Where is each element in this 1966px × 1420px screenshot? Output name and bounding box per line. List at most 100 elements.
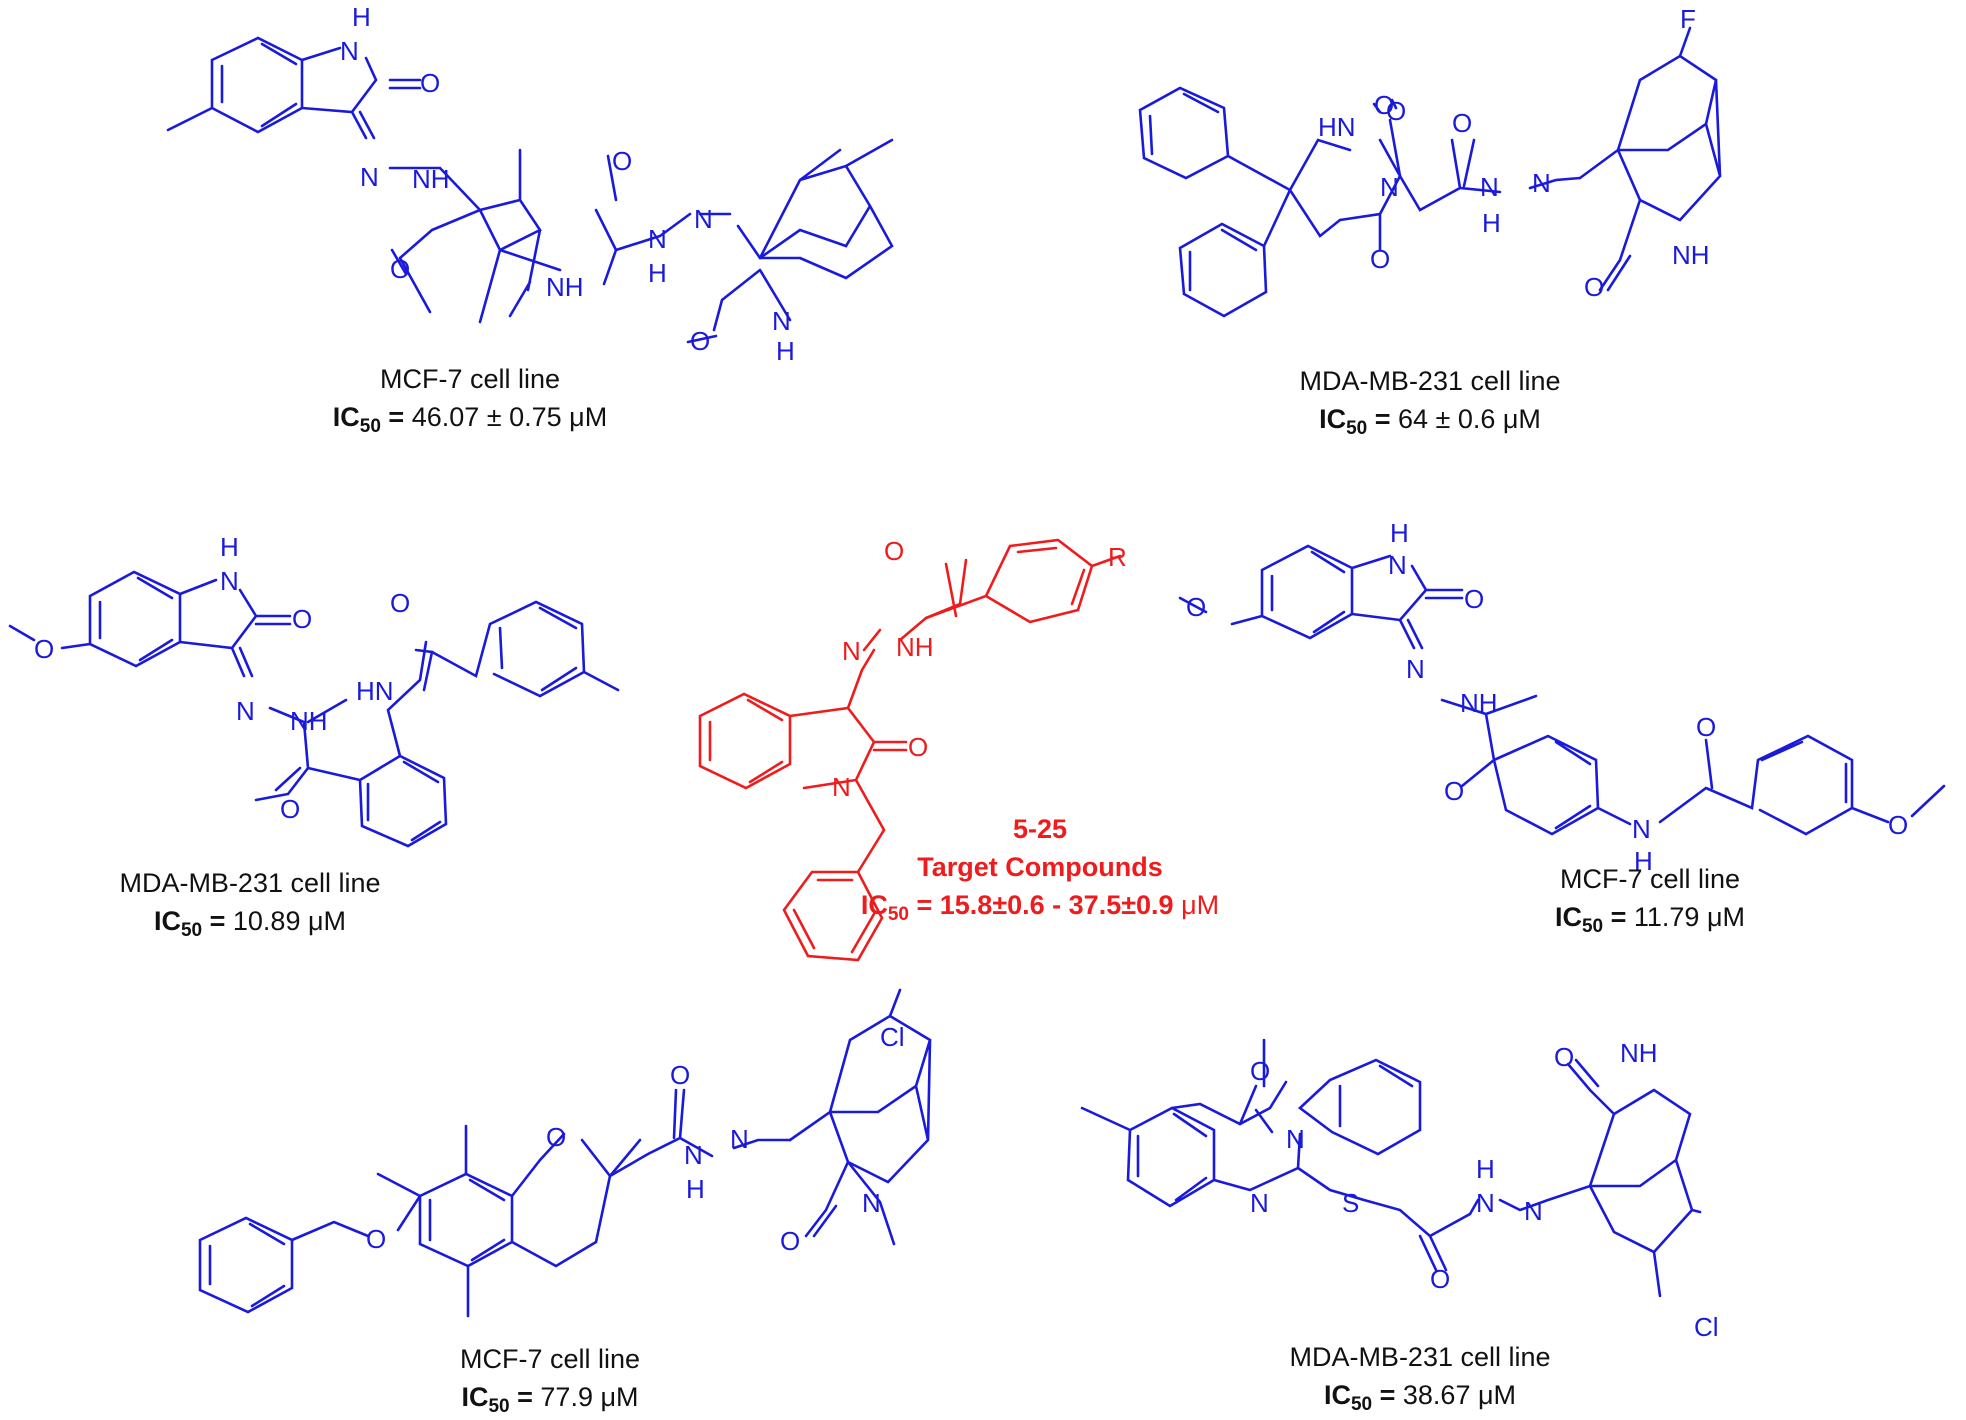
atom-label: N	[1406, 654, 1425, 684]
atom-label: O	[34, 634, 54, 664]
ic50-value: 64 ± 0.6 μM	[1397, 404, 1541, 434]
atom-label: NH	[290, 706, 328, 736]
atom-label: N	[694, 204, 713, 234]
cell-line-label: MCF-7 cell line	[379, 364, 561, 394]
atom-label: O	[1452, 108, 1472, 138]
atom-label: O	[1374, 90, 1394, 120]
atom-label: H	[1390, 518, 1409, 548]
atom-label: NH	[896, 632, 934, 662]
cell-line-label: MDA-MB-231 cell line	[1299, 366, 1561, 396]
caption-compound-1: MCF-7 cell line IC50 = 46.07 ± 0.75 μM	[300, 360, 640, 436]
ic50-value: 46.07 ± 0.75 μM	[411, 402, 608, 432]
atom-label: O	[280, 794, 300, 824]
atom-label: R	[1108, 542, 1127, 572]
atom-label: O	[1250, 1056, 1270, 1086]
ic50-value: 38.67 μM	[1402, 1380, 1517, 1410]
atom-label: N	[684, 1140, 703, 1170]
atom-label: H	[220, 532, 239, 562]
atom-label: NH	[546, 272, 584, 302]
atom-label: H	[1476, 1154, 1495, 1184]
atom-label: H	[1482, 208, 1501, 238]
caption-compound-3: MDA-MB-231 cell line IC50 = 10.89 μM	[80, 864, 420, 940]
atom-label: Cl	[1694, 1312, 1719, 1342]
atom-label: H	[648, 258, 667, 288]
ic50-value: 10.89 μM	[232, 906, 347, 936]
atom-label: O	[390, 254, 410, 284]
atom-label: O	[780, 1226, 800, 1256]
atom-label: O	[884, 536, 904, 566]
atom-label: O	[1370, 244, 1390, 274]
caption-compound-4: MCF-7 cell line IC50 = 11.79 μM	[1480, 860, 1820, 936]
atom-label: N	[1286, 1124, 1305, 1154]
ic50-line: IC50 = 46.07 ± 0.75 μM	[332, 402, 608, 437]
atom-label: N	[842, 636, 861, 666]
atom-label: O	[1444, 776, 1464, 806]
atom-label: H	[1634, 846, 1653, 876]
atom-label: HN	[356, 676, 394, 706]
cell-line-label: MCF-7 cell line	[459, 1344, 641, 1374]
structure-compound-5: Cl O O O N H N O N	[198, 988, 932, 1318]
ic50-value: 11.79 μM	[1633, 902, 1746, 932]
caption-target-compounds: 5-25 Target Compounds IC50 = 15.8±0.6 - …	[820, 810, 1260, 924]
atom-label: O	[546, 1122, 566, 1152]
atom-label: NH	[1620, 1038, 1658, 1068]
atom-label: HN	[1318, 112, 1356, 142]
ic50-line: IC50 = 64 ± 0.6 μM	[1319, 404, 1541, 439]
caption-compound-6: MDA-MB-231 cell line IC50 = 38.67 μM	[1250, 1338, 1590, 1414]
atom-label: O	[1386, 96, 1406, 126]
atom-label: NH	[1460, 688, 1498, 718]
atom-label: N	[1532, 168, 1551, 198]
structure-compound-3: H N O O N NH O HN O	[8, 532, 620, 848]
atom-label: O	[908, 732, 928, 762]
atom-label: N	[772, 306, 791, 336]
atom-label: O	[612, 146, 632, 176]
atom-label: N	[648, 224, 667, 254]
atom-label: N	[1524, 1196, 1543, 1226]
structure-compound-2: F HN O O N O O N H N O NH	[1138, 4, 1722, 318]
caption-compound-2: MDA-MB-231 cell line IC50 = 64 ± 0.6 μM	[1260, 362, 1600, 438]
atom-label: N	[340, 36, 359, 66]
atom-label: H	[352, 2, 371, 32]
atom-label: N	[1632, 814, 1651, 844]
ic50-value: 77.9 μM	[540, 1382, 639, 1412]
atom-label: N	[360, 162, 379, 192]
atom-label: NH	[412, 164, 450, 194]
atom-label: O	[670, 1060, 690, 1090]
target-number: 5-25	[1012, 814, 1068, 844]
cell-line-label: MCF-7 cell line	[1559, 864, 1741, 894]
atom-label: N	[1388, 550, 1407, 580]
atom-label: N	[1250, 1188, 1269, 1218]
structure-compound-4: H N O O N NH O N H O O	[1178, 518, 1946, 876]
ic50-line: IC50 = 77.9 μM	[461, 1382, 639, 1417]
structure-target-compound: O N NH O N R	[698, 536, 1127, 962]
ic50-line: IC50 = 10.89 μM	[153, 906, 347, 941]
target-ic50-line: IC50 = 15.8±0.6 - 37.5±0.9 μM	[860, 890, 1220, 925]
ic50-line: IC50 = 38.67 μM	[1323, 1380, 1517, 1415]
atom-label: N	[1480, 172, 1499, 202]
ic50-line: IC50 = 11.79 μM	[1554, 902, 1746, 937]
atom-label: N	[730, 1124, 749, 1154]
atom-label: H	[776, 336, 795, 366]
cell-line-label: MDA-MB-231 cell line	[1289, 1342, 1551, 1372]
atom-label: O	[366, 1224, 386, 1254]
atom-label: S	[1342, 1188, 1359, 1218]
atom-label: N	[862, 1188, 881, 1218]
atom-label: O	[1186, 592, 1206, 622]
atom-label: NH	[1672, 240, 1710, 270]
atom-label: N	[236, 696, 255, 726]
atom-label: Cl	[880, 1022, 905, 1052]
atom-label: O	[1584, 272, 1604, 302]
atom-label: O	[690, 326, 710, 356]
atom-label: N	[832, 772, 851, 802]
caption-compound-5: MCF-7 cell line IC50 = 77.9 μM	[380, 1340, 720, 1416]
target-title: Target Compounds	[917, 852, 1163, 882]
atom-label: N	[1476, 1188, 1495, 1218]
atom-label: H	[686, 1174, 705, 1204]
atom-label: O	[390, 588, 410, 618]
atom-label: O	[1888, 810, 1908, 840]
atom-label: O	[1430, 1264, 1450, 1294]
cell-line-label: MDA-MB-231 cell line	[119, 868, 381, 898]
atom-label: O	[420, 68, 440, 98]
atom-label: O	[292, 604, 312, 634]
